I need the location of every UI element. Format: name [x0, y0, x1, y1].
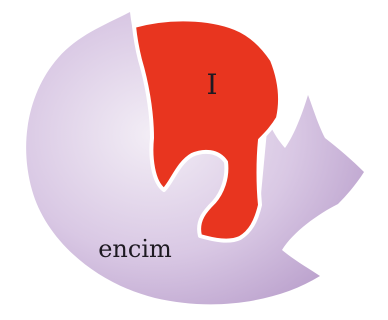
inhibitor-label: I — [206, 68, 217, 101]
enzyme-label: encim — [98, 235, 172, 263]
